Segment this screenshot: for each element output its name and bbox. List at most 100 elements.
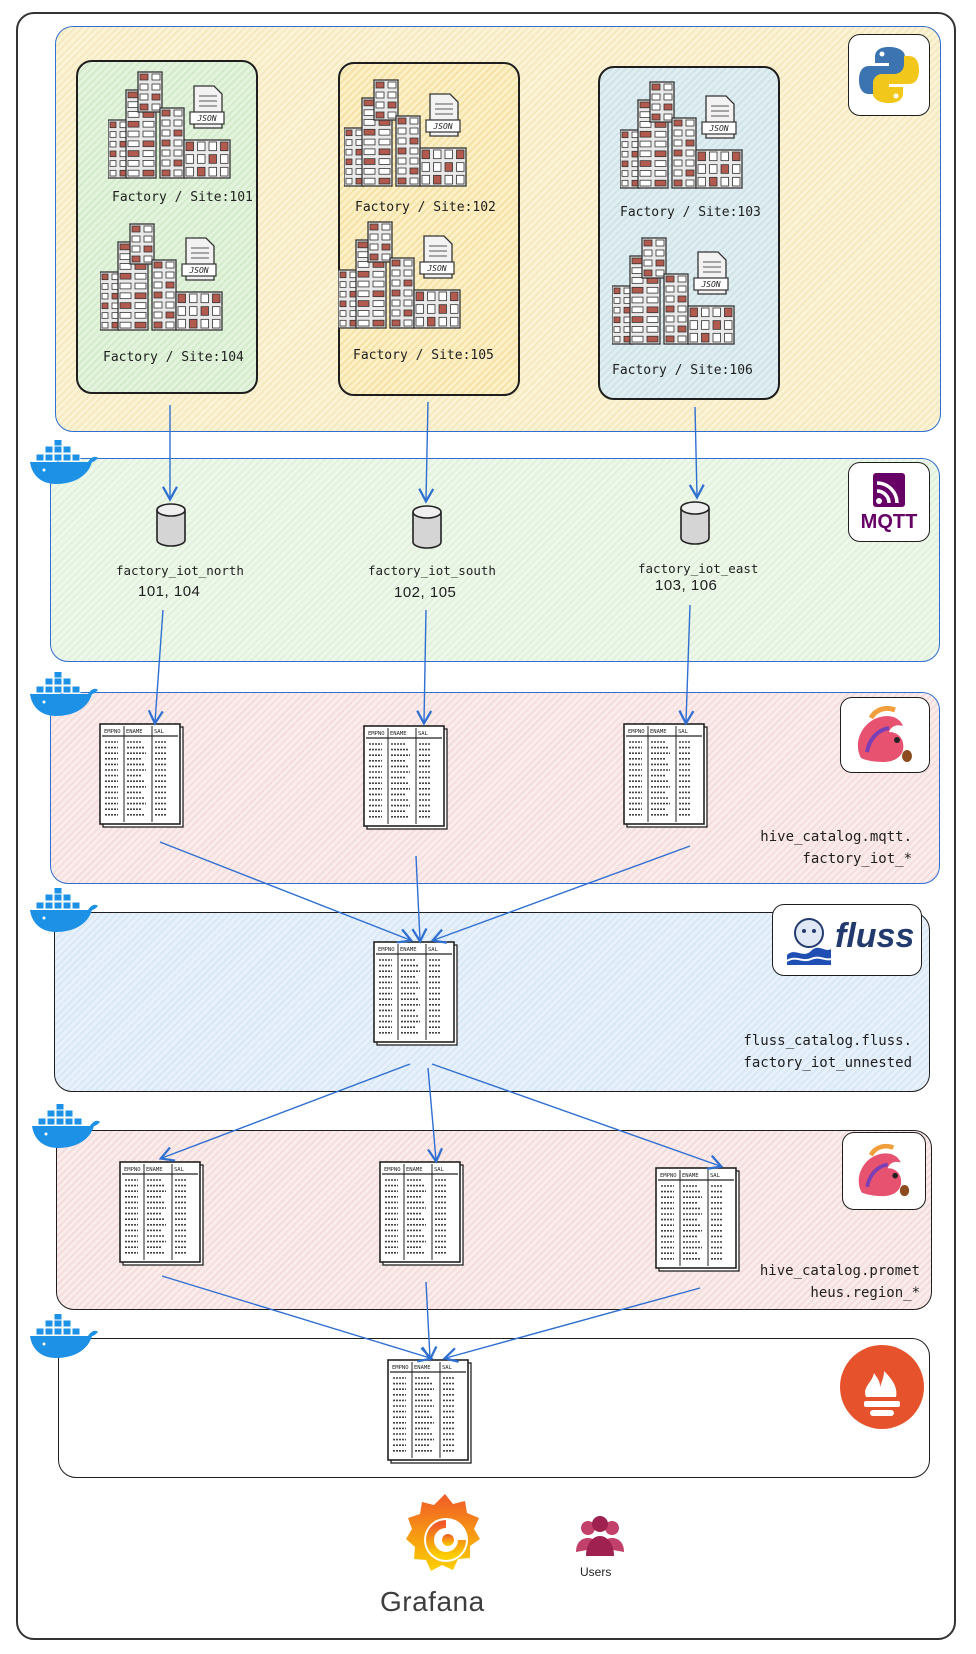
docker-whale-icon: [30, 888, 98, 932]
svg-text:EMPNO: EMPNO: [660, 1173, 677, 1179]
factory-building-icon: JSON: [108, 71, 231, 179]
docker-whale-icon: [30, 1314, 98, 1358]
factory-building-icon: JSON: [612, 237, 735, 345]
svg-text:EMPNO: EMPNO: [628, 729, 645, 735]
prometheus-band: [58, 1338, 930, 1478]
arrow: [678, 604, 695, 726]
prometheus-logo: [838, 1343, 926, 1431]
grafana-icon: [406, 1494, 480, 1571]
fluss-logo: fluss: [772, 904, 922, 976]
arrow: [159, 841, 414, 944]
docker-whale-icon: [30, 672, 98, 716]
flink-logo: [840, 697, 930, 773]
svg-text:EMPNO: EMPNO: [104, 729, 121, 735]
topic-sites: 103, 106: [655, 577, 718, 594]
arrow: [442, 1287, 701, 1363]
catalog-line: fluss_catalog.fluss.: [743, 1033, 912, 1049]
outer-frame: [16, 12, 956, 1640]
fluss-catalog: fluss_catalog.fluss. factory_iot_unneste…: [743, 1030, 912, 1074]
svg-text:ENAME: ENAME: [414, 1365, 431, 1371]
factory-label: Factory / Site:104: [103, 350, 244, 365]
flink-squirrel-icon: [858, 1143, 910, 1197]
flink-aggregate-catalog: hive_catalog.promet heus.region_*: [760, 1260, 920, 1304]
factory-label: Factory / Site:106: [612, 363, 753, 378]
svg-text:ENAME: ENAME: [390, 731, 407, 737]
factory-building-icon: JSON: [338, 221, 461, 329]
docker-whale-icon: [30, 440, 98, 484]
svg-text:SAL: SAL: [154, 729, 165, 735]
arrow: [421, 1281, 438, 1362]
arrow: [411, 855, 428, 944]
topic-cylinder-icon: [156, 503, 186, 547]
factory-building-icon: JSON: [344, 79, 467, 187]
arrow: [158, 1063, 411, 1162]
svg-text:ENAME: ENAME: [126, 729, 143, 735]
svg-text:EMPNO: EMPNO: [368, 731, 385, 737]
factory-label: Factory / Site:101: [112, 190, 253, 205]
fluss-logo-text: fluss: [835, 917, 915, 955]
svg-text:ENAME: ENAME: [682, 1173, 699, 1179]
flink-aggregate-band: [56, 1130, 932, 1310]
svg-text:SAL: SAL: [442, 1365, 453, 1371]
table-document-icon: EMPNO ENAME SAL: [379, 1161, 464, 1266]
svg-text:ENAME: ENAME: [146, 1167, 163, 1173]
arrow: [147, 609, 164, 726]
catalog-line: heus.region_*: [810, 1285, 920, 1301]
factory-label: Factory / Site:105: [353, 348, 494, 363]
topic-name: factory_iot_north: [116, 563, 244, 578]
catalog-line: hive_catalog.mqtt.: [760, 829, 912, 845]
svg-text:ENAME: ENAME: [406, 1167, 423, 1173]
python-icon: [859, 47, 919, 103]
flink-logo: [842, 1132, 926, 1210]
catalog-line: factory_iot_*: [802, 851, 912, 867]
topic-sites: 102, 105: [394, 584, 457, 601]
svg-text:EMPNO: EMPNO: [392, 1365, 409, 1371]
topic-sites: 101, 104: [138, 583, 201, 600]
topic-name: factory_iot_east: [638, 561, 759, 576]
svg-text:ENAME: ENAME: [650, 729, 667, 735]
topic-cylinder-icon: [412, 505, 442, 549]
svg-text:SAL: SAL: [418, 731, 429, 737]
svg-text:SAL: SAL: [678, 729, 689, 735]
svg-text:JSON: JSON: [188, 266, 208, 275]
table-document-icon: EMPNO ENAME SAL: [387, 1359, 472, 1464]
flink-ingest-catalog: hive_catalog.mqtt. factory_iot_*: [760, 826, 912, 870]
grafana-label: Grafana: [380, 1586, 485, 1617]
arrow: [161, 1275, 434, 1363]
topic-cylinder-icon: [680, 501, 710, 545]
arrow: [418, 401, 435, 504]
svg-text:ENAME: ENAME: [400, 947, 417, 953]
svg-text:JSON: JSON: [432, 122, 452, 131]
prometheus-flame-icon: [840, 1345, 924, 1429]
factory-building-icon: JSON: [100, 223, 223, 331]
mqtt-logo: MQTT: [848, 462, 930, 542]
svg-text:EMPNO: EMPNO: [378, 947, 395, 953]
users-icon: [576, 1516, 624, 1556]
svg-text:EMPNO: EMPNO: [124, 1167, 141, 1173]
svg-text:SAL: SAL: [434, 1167, 445, 1173]
flink-ingest-band: [50, 692, 940, 884]
docker-whale-icon: [32, 1104, 100, 1148]
table-document-icon: EMPNO ENAME SAL: [623, 723, 708, 828]
factory-building-icon: JSON: [620, 81, 743, 189]
table-document-icon: EMPNO ENAME SAL: [99, 723, 184, 828]
arrow: [427, 1067, 444, 1164]
arrow: [430, 845, 691, 944]
flink-squirrel-icon: [857, 705, 912, 762]
svg-text:EMPNO: EMPNO: [384, 1167, 401, 1173]
fluss-otter-icon: [786, 918, 832, 965]
mqtt-band: [50, 458, 940, 662]
factory-label: Factory / Site:102: [355, 200, 496, 215]
python-logo: [848, 34, 930, 116]
topic-name: factory_iot_south: [368, 563, 496, 578]
svg-text:JSON: JSON: [700, 280, 720, 289]
arrow: [688, 406, 705, 500]
svg-text:JSON: JSON: [426, 264, 446, 273]
users-label: Users: [580, 1565, 612, 1579]
arrow: [431, 1063, 724, 1170]
arrow: [416, 609, 433, 726]
